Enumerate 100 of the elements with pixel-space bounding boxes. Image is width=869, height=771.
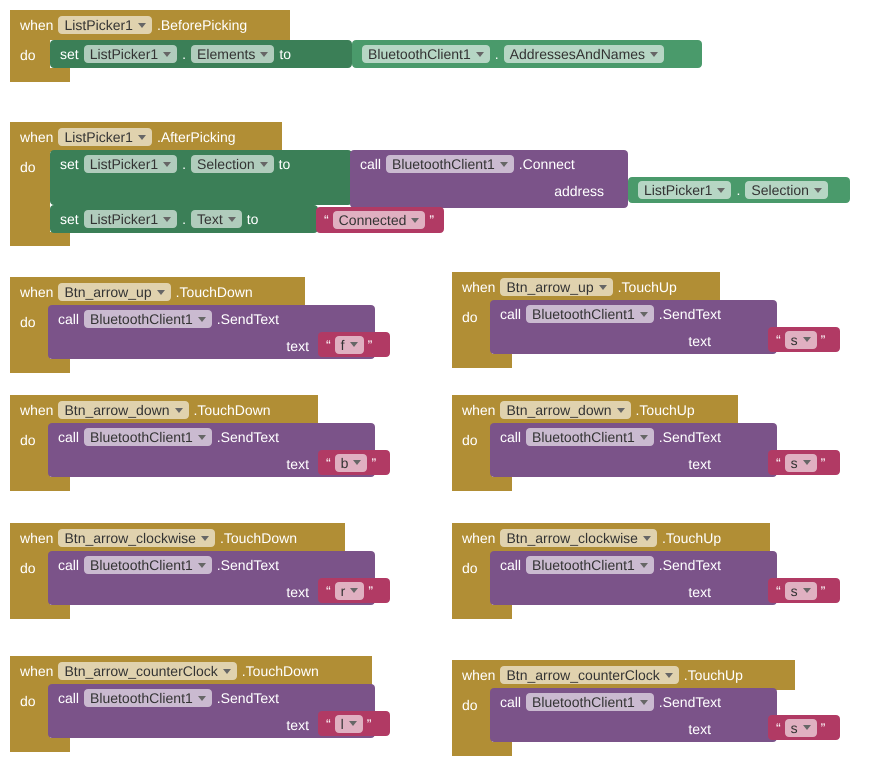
block-label: do: [462, 309, 478, 325]
block-label: .TouchUp: [618, 279, 677, 295]
block-label: .SendText: [658, 694, 722, 710]
dropdown-field: Btn_arrow_down: [500, 401, 631, 419]
block-label: call: [58, 429, 80, 445]
block-label: when: [20, 402, 54, 418]
method-call-block: [350, 150, 628, 208]
text-string-block: [768, 450, 840, 475]
block-label: “: [776, 582, 781, 598]
block-label: ”: [820, 582, 826, 598]
block-label: do: [20, 693, 36, 709]
block-label: .AfterPicking: [156, 129, 236, 145]
block-label: do: [20, 432, 36, 448]
text-string-block: [768, 327, 840, 352]
method-call-block: [490, 551, 777, 605]
dropdown-field: BluetoothClient1: [84, 428, 212, 446]
dropdown-field: ListPicker1: [84, 210, 178, 228]
block-label: .SendText: [658, 306, 722, 322]
setter-block: [50, 150, 352, 205]
block-label: .: [182, 156, 186, 172]
block-label: do: [462, 560, 478, 576]
block-label: “: [326, 336, 331, 352]
block-label: when: [20, 530, 54, 546]
block-label: .TouchDown: [220, 530, 298, 546]
method-call-block: [490, 423, 777, 477]
setter-block: [50, 205, 318, 233]
block-label: when: [20, 129, 54, 145]
block-label: call: [500, 306, 522, 322]
block-label: call: [500, 694, 522, 710]
block-label: text: [688, 456, 711, 472]
dropdown-field: s: [784, 718, 817, 736]
block-label: do: [462, 697, 478, 713]
dropdown-field: s: [784, 330, 817, 348]
block-label: when: [462, 530, 496, 546]
block-label: ”: [366, 716, 372, 732]
text-string-block: [318, 578, 390, 603]
block-label: “: [776, 454, 781, 470]
block-label: do: [20, 47, 36, 63]
block-label: set: [60, 46, 79, 62]
block-label: do: [20, 560, 36, 576]
dropdown-field: AddressesAndNames: [504, 45, 664, 63]
block-label: .SendText: [216, 557, 280, 573]
dropdown-field: BluetoothClient1: [386, 155, 514, 173]
method-call-block: [48, 423, 375, 477]
text-string-block: [768, 578, 840, 603]
block-label: call: [58, 557, 80, 573]
setter-block: [50, 40, 352, 68]
dropdown-field: Btn_arrow_clockwise: [58, 529, 215, 547]
block-label: .TouchDown: [176, 284, 253, 300]
dropdown-field: BluetoothClient1: [526, 428, 654, 446]
dropdown-field: BluetoothClient1: [362, 45, 490, 63]
block-label: ”: [820, 720, 826, 736]
block-label: .: [182, 46, 186, 62]
dropdown-field: Elements: [191, 45, 274, 63]
block-label: .TouchUp: [684, 667, 743, 683]
block-label: set: [60, 211, 79, 227]
block-label: text: [286, 338, 309, 354]
block-label: .SendText: [658, 557, 722, 573]
block-label: .BeforePicking: [156, 17, 248, 33]
text-string-block: [318, 332, 390, 357]
dropdown-field: Connected: [332, 211, 426, 229]
block-label: when: [462, 402, 496, 418]
dropdown-field: Selection: [191, 155, 274, 173]
block-label: when: [462, 667, 496, 683]
block-label: text: [286, 717, 309, 733]
method-call-block: [48, 551, 375, 605]
block-label: address: [554, 183, 604, 199]
method-call-block: [48, 684, 375, 738]
block-label: to: [279, 46, 292, 62]
dropdown-field: s: [784, 582, 817, 600]
block-label: .TouchUp: [636, 402, 695, 418]
dropdown-field: Btn_arrow_counterClock: [500, 666, 679, 684]
block-label: .: [182, 211, 186, 227]
block-label: text: [688, 333, 711, 349]
block-label: do: [20, 159, 36, 175]
dropdown-field: f: [334, 336, 364, 354]
dropdown-field: Btn_arrow_counterClock: [58, 662, 237, 680]
block-label: call: [500, 557, 522, 573]
block-label: text: [286, 584, 309, 600]
dropdown-field: s: [784, 454, 817, 472]
block-label: do: [20, 314, 36, 330]
block-label: .TouchDown: [242, 663, 319, 679]
block-label: do: [462, 432, 478, 448]
block-label: call: [500, 429, 522, 445]
dropdown-field: r: [334, 582, 364, 600]
block-label: ”: [368, 582, 374, 598]
block-label: to: [278, 156, 290, 172]
dropdown-field: BluetoothClient1: [526, 556, 654, 574]
dropdown-field: l: [334, 714, 363, 732]
getter-block: [628, 177, 850, 203]
method-call-block: [490, 688, 777, 742]
block-label: .SendText: [658, 429, 722, 445]
block-label: “: [324, 212, 329, 228]
block-label: .TouchUp: [662, 530, 722, 546]
block-label: call: [360, 156, 382, 172]
dropdown-field: Btn_arrow_up: [58, 283, 171, 301]
block-label: text: [688, 584, 711, 600]
block-label: .SendText: [216, 311, 280, 327]
block-label: when: [20, 663, 54, 679]
text-string-block: [316, 207, 444, 233]
